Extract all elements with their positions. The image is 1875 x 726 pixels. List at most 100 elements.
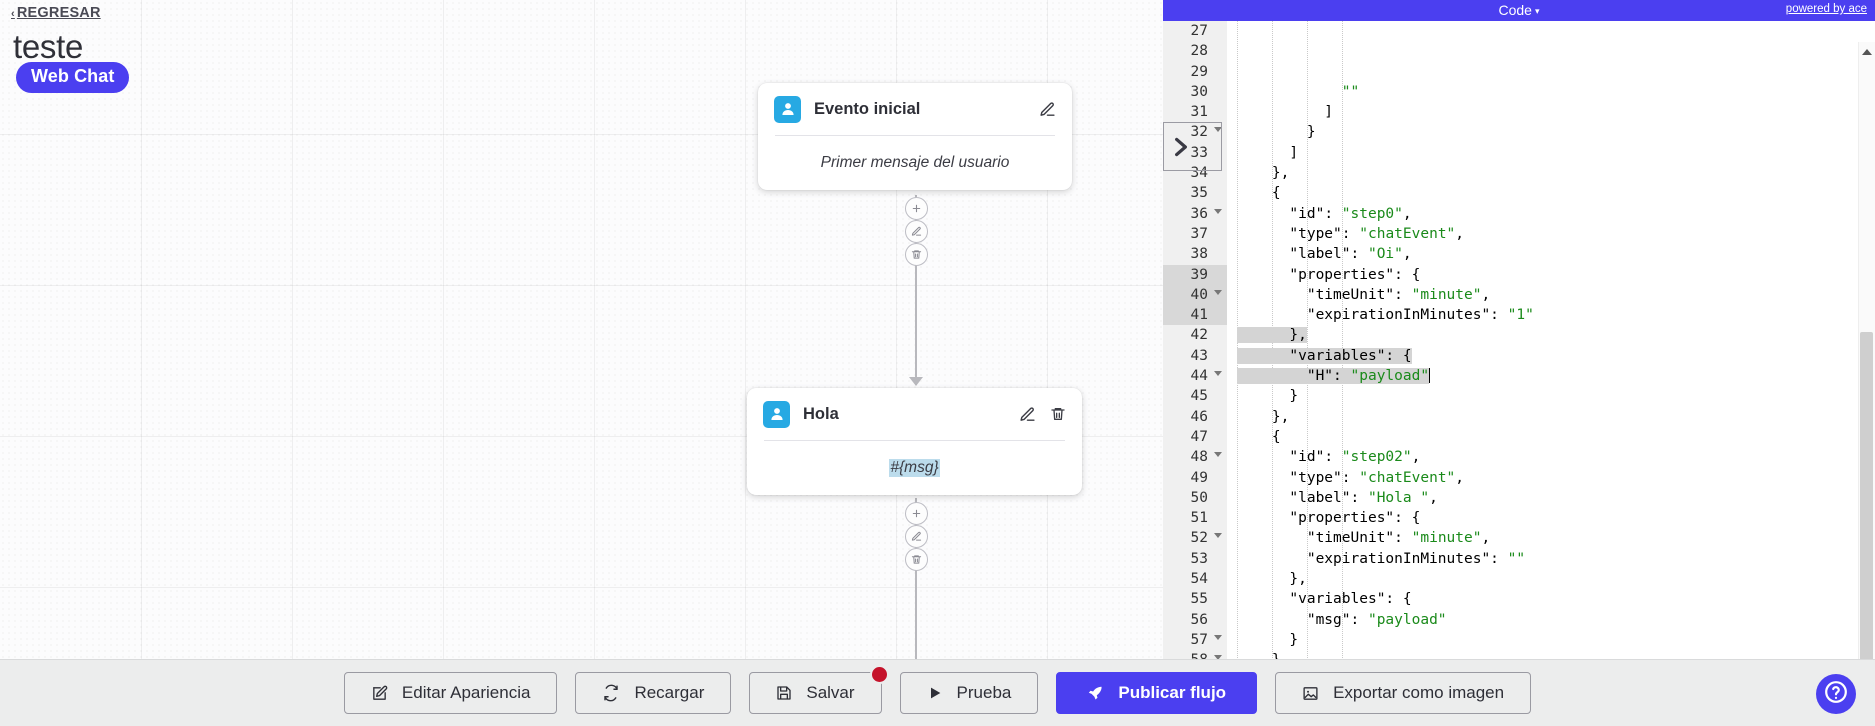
fold-toggle-icon[interactable] bbox=[1214, 533, 1222, 539]
powered-by-link[interactable]: powered by ace bbox=[1785, 3, 1867, 15]
line-number[interactable]: 27 bbox=[1190, 23, 1208, 39]
code-line[interactable]: "properties": { bbox=[1289, 510, 1421, 527]
code-line[interactable]: "label": "Oi", bbox=[1289, 246, 1412, 263]
node-actions-evento[interactable] bbox=[905, 197, 928, 266]
code-line[interactable]: "H": "payload" bbox=[1227, 366, 1859, 386]
edit-appearance-button[interactable]: Editar Apariencia bbox=[343, 672, 558, 714]
reload-button[interactable]: Recargar bbox=[575, 672, 732, 714]
code-line[interactable]: "timeUnit": "minute", bbox=[1306, 530, 1491, 547]
line-number[interactable]: 46 bbox=[1190, 408, 1208, 425]
line-number[interactable]: 47 bbox=[1190, 428, 1208, 445]
line-number[interactable]: 36 bbox=[1163, 204, 1227, 224]
line-number[interactable]: 37 bbox=[1190, 225, 1208, 242]
node-body[interactable]: #{msg} bbox=[747, 441, 1082, 495]
fold-toggle-icon[interactable] bbox=[1214, 634, 1222, 640]
code-line[interactable]: "type": "chatEvent", bbox=[1289, 469, 1465, 486]
code-line[interactable]: "msg": "payload" bbox=[1306, 611, 1447, 628]
line-number[interactable]: 33 bbox=[1190, 144, 1208, 161]
line-number[interactable]: 45 bbox=[1190, 388, 1208, 405]
line-number[interactable]: 32 bbox=[1163, 122, 1227, 142]
line-number[interactable]: 48 bbox=[1163, 447, 1227, 467]
line-number[interactable]: 51 bbox=[1190, 510, 1208, 527]
line-number[interactable]: 43 bbox=[1190, 347, 1208, 364]
code-line[interactable]: { bbox=[1237, 428, 1281, 445]
line-number[interactable]: 58 bbox=[1163, 650, 1227, 660]
test-button[interactable]: Prueba bbox=[899, 672, 1039, 714]
add-icon[interactable] bbox=[905, 197, 928, 220]
fold-toggle-icon[interactable] bbox=[1214, 208, 1222, 214]
fold-toggle-icon[interactable] bbox=[1214, 127, 1222, 133]
code-line[interactable]: "expirationInMinutes": "1" bbox=[1306, 307, 1534, 324]
line-number[interactable]: 55 bbox=[1190, 591, 1208, 608]
line-number[interactable]: 50 bbox=[1190, 489, 1208, 506]
code-line[interactable]: }, bbox=[1237, 408, 1290, 425]
code-line[interactable]: } bbox=[1227, 650, 1859, 660]
flow-canvas[interactable]: ‹ REGRESAR teste Web Chat Evento inicial bbox=[0, 0, 1163, 660]
line-number[interactable]: 30 bbox=[1190, 83, 1208, 100]
node-actions-hola[interactable] bbox=[905, 502, 928, 571]
code-line[interactable]: } bbox=[1237, 388, 1299, 405]
line-number[interactable]: 41 bbox=[1163, 305, 1227, 326]
fold-toggle-icon[interactable] bbox=[1214, 452, 1222, 458]
code-line[interactable]: "type": "chatEvent", bbox=[1289, 225, 1465, 242]
editor-mode-dropdown[interactable]: Code▾ bbox=[1163, 2, 1875, 18]
code-content[interactable]: "" ] } ] }, { "id": "step0", "type": "ch… bbox=[1227, 21, 1859, 660]
code-line[interactable]: "id": "step0", bbox=[1289, 205, 1412, 222]
line-number[interactable]: 28 bbox=[1190, 43, 1208, 60]
line-number[interactable]: 57 bbox=[1163, 630, 1227, 650]
code-line[interactable]: ] bbox=[1237, 104, 1334, 121]
code-line[interactable]: ] bbox=[1237, 144, 1299, 161]
export-image-button[interactable]: Exportar como imagen bbox=[1275, 672, 1532, 714]
code-line[interactable]: "properties": { bbox=[1289, 266, 1421, 283]
scroll-up-arrow-icon[interactable] bbox=[1862, 49, 1872, 55]
line-number[interactable]: 29 bbox=[1190, 63, 1208, 80]
code-line[interactable]: "variables": { bbox=[1227, 346, 1859, 366]
back-link[interactable]: ‹ REGRESAR bbox=[11, 5, 101, 21]
editor-vertical-scrollbar[interactable] bbox=[1858, 42, 1875, 660]
code-line[interactable]: }, bbox=[1237, 571, 1307, 588]
save-button[interactable]: Salvar bbox=[749, 665, 889, 714]
line-number[interactable]: 56 bbox=[1190, 611, 1208, 628]
code-line[interactable]: "label": "Hola ", bbox=[1289, 489, 1438, 506]
line-number[interactable]: 44 bbox=[1163, 366, 1227, 386]
code-line[interactable]: "timeUnit": "minute", bbox=[1306, 286, 1491, 303]
fold-toggle-icon[interactable] bbox=[1214, 655, 1222, 660]
publish-flow-button[interactable]: Publicar flujo bbox=[1056, 672, 1258, 714]
code-fold-widget[interactable] bbox=[1163, 122, 1222, 171]
line-number[interactable]: 53 bbox=[1190, 550, 1208, 567]
line-number[interactable]: 35 bbox=[1190, 185, 1208, 202]
edit-icon[interactable] bbox=[1039, 101, 1056, 118]
edit-icon[interactable] bbox=[1019, 406, 1036, 423]
node-body[interactable]: Primer mensaje del usuario bbox=[758, 136, 1072, 190]
line-number[interactable]: 39 bbox=[1163, 264, 1227, 285]
code-line[interactable]: { bbox=[1237, 185, 1281, 202]
line-number[interactable]: 54 bbox=[1190, 571, 1208, 588]
code-line[interactable]: "" bbox=[1341, 83, 1360, 100]
line-number[interactable]: 52 bbox=[1163, 528, 1227, 548]
help-button[interactable] bbox=[1816, 674, 1856, 714]
add-icon[interactable] bbox=[905, 502, 928, 525]
code-line[interactable]: }, bbox=[1237, 327, 1307, 344]
scrollbar-thumb[interactable] bbox=[1860, 332, 1873, 660]
code-line[interactable]: "expirationInMinutes": "" bbox=[1306, 550, 1526, 567]
line-number[interactable]: 42 bbox=[1190, 327, 1208, 344]
flow-node-evento-inicial[interactable]: Evento inicial Primer mensaje del usuari… bbox=[758, 83, 1072, 190]
code-line[interactable]: } bbox=[1237, 124, 1316, 141]
edit-icon[interactable] bbox=[905, 525, 928, 548]
code-line[interactable]: "variables": { bbox=[1289, 591, 1412, 608]
line-number[interactable]: 49 bbox=[1190, 469, 1208, 486]
code-line[interactable]: }, bbox=[1237, 165, 1290, 182]
line-number[interactable]: 38 bbox=[1190, 246, 1208, 263]
line-number[interactable]: 31 bbox=[1190, 104, 1208, 121]
line-number[interactable]: 40 bbox=[1163, 284, 1227, 306]
code-line[interactable]: } bbox=[1237, 631, 1299, 648]
code-line[interactable]: "id": "step02", bbox=[1289, 449, 1421, 466]
line-number[interactable]: 34 bbox=[1190, 165, 1208, 182]
fold-toggle-icon[interactable] bbox=[1214, 371, 1222, 377]
flow-node-hola[interactable]: Hola #{msg} bbox=[747, 388, 1082, 495]
fold-toggle-icon[interactable] bbox=[1214, 289, 1222, 295]
edit-icon[interactable] bbox=[905, 220, 928, 243]
